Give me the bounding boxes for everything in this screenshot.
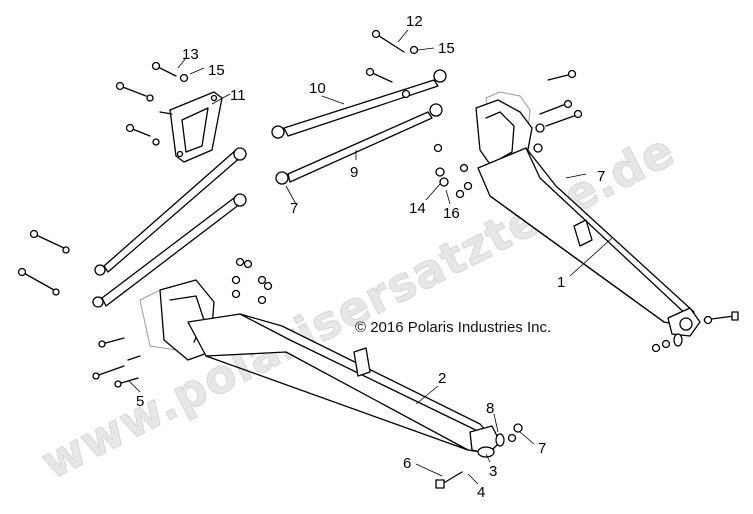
bolt-group-part1 <box>533 69 583 153</box>
callout-14: 14 <box>409 200 426 217</box>
callout-8: 8 <box>486 400 494 417</box>
callout-15-left: 15 <box>208 62 225 79</box>
link-rod-lower-left <box>92 193 247 308</box>
callout-12: 12 <box>406 13 423 30</box>
fastener-group-14-16 <box>433 143 473 199</box>
callout-5: 5 <box>136 393 144 410</box>
end-fasteners-part2 <box>435 423 523 489</box>
leader-lines <box>127 29 613 485</box>
callout-13: 13 <box>182 46 199 63</box>
nut-cluster-part2 <box>231 257 273 305</box>
callout-15-top: 15 <box>438 40 455 57</box>
callout-7-right-arm: 7 <box>597 168 605 185</box>
trailing-arm-right <box>475 91 701 337</box>
bolt-group-left-links <box>17 229 70 296</box>
bolt-group-13 <box>115 61 189 146</box>
link-rod-upper-left <box>94 147 247 276</box>
link-rod-9 <box>275 103 443 185</box>
callout-4: 4 <box>477 484 485 501</box>
callout-1: 1 <box>557 274 565 291</box>
bracket-11 <box>169 91 223 163</box>
callout-9: 9 <box>350 164 358 181</box>
bolt-group-12 <box>365 29 419 99</box>
callout-11: 11 <box>230 87 246 104</box>
trailing-arm-left <box>139 279 501 455</box>
bolt-group-part5 <box>92 337 141 388</box>
link-rod-10 <box>271 69 447 139</box>
callout-16: 16 <box>443 205 460 222</box>
callout-6: 6 <box>403 455 411 472</box>
callout-7-left-arm: 7 <box>538 440 546 457</box>
end-fasteners-part1 <box>651 311 739 353</box>
copyright-notice: © 2016 Polaris Industries Inc. <box>355 319 551 336</box>
callout-10: 10 <box>309 80 326 97</box>
callout-7-link: 7 <box>290 200 298 217</box>
callout-2: 2 <box>438 370 446 387</box>
callout-labels: 1 2 3 4 5 6 7 7 7 8 9 10 11 12 13 14 15 … <box>136 13 605 501</box>
callout-3: 3 <box>489 463 497 480</box>
